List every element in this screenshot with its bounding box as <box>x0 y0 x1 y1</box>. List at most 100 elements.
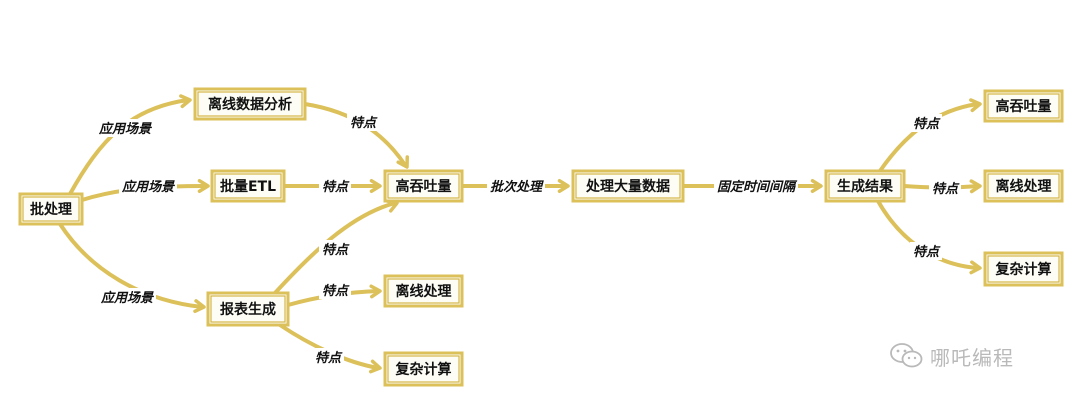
edge-label-bg <box>319 177 351 195</box>
edges-layer <box>58 94 982 374</box>
node-inner-border <box>22 196 80 222</box>
edge-label-bg <box>98 288 156 306</box>
edge-label: 特点 <box>910 242 942 260</box>
node-high_throughput: 高吞吐量 <box>383 169 464 203</box>
edge-line <box>58 222 204 309</box>
edge-label-text: 特点 <box>322 242 350 258</box>
node-box <box>193 87 307 121</box>
node-inner-border <box>987 93 1060 119</box>
edge-label: 应用场景 <box>98 288 156 306</box>
edge-label-bg <box>312 348 344 366</box>
arrowhead <box>969 179 982 194</box>
edge-label-text: 特点 <box>913 244 941 260</box>
arrowhead <box>969 260 982 275</box>
edge-label-bg <box>714 177 798 195</box>
edge-label-bg <box>910 114 942 132</box>
edge-label-text: 固定时间间隔 <box>717 179 798 195</box>
node-label: 报表生成 <box>220 301 276 318</box>
edge-label-text: 特点 <box>350 115 378 131</box>
node-label: 离线处理 <box>396 283 452 300</box>
arrowhead <box>197 179 210 193</box>
edge-label: 应用场景 <box>96 119 154 137</box>
node-inner-border <box>387 173 460 199</box>
node-inner-border <box>987 255 1060 283</box>
node-offline_analysis: 离线数据分析 <box>193 87 307 121</box>
node-inner-border <box>214 173 282 199</box>
edge-labels-layer: 应用场景应用场景应用场景特点特点特点特点特点批次处理固定时间间隔特点特点特点 <box>96 113 961 366</box>
nodes-layer: 批处理离线数据分析批量ETL报表生成高吞吐量离线处理复杂计算处理大量数据生成结果… <box>18 87 1064 387</box>
node-inner-border <box>210 295 286 323</box>
node-gen_result: 生成结果 <box>824 169 906 203</box>
node-label: 生成结果 <box>837 178 894 195</box>
node-box <box>983 89 1064 123</box>
node-box <box>210 169 286 203</box>
edge-label: 特点 <box>319 177 351 195</box>
node-label: 复杂计算 <box>995 261 1052 278</box>
edge-label: 特点 <box>319 240 351 258</box>
node-offline_proc_r: 离线处理 <box>983 169 1064 203</box>
edge-label-text: 特点 <box>322 179 350 195</box>
node-process_big: 处理大量数据 <box>571 169 685 203</box>
edge-label-bg <box>910 242 942 260</box>
edge-gen_result-to-complex_calc_r <box>876 199 982 275</box>
arrowhead <box>369 284 382 299</box>
edge-label: 固定时间间隔 <box>714 177 798 195</box>
node-label: 离线数据分析 <box>208 96 292 113</box>
node-batch_etl: 批量ETL <box>210 169 286 203</box>
watermark-text: 哪吒编程 <box>930 345 1014 370</box>
arrowhead <box>369 179 382 193</box>
edge-label: 批次处理 <box>487 177 545 195</box>
node-inner-border <box>575 173 681 199</box>
arrowhead <box>396 155 410 169</box>
edge-label-text: 批次处理 <box>490 179 544 195</box>
edge-label-bg <box>96 119 154 137</box>
edge-batch-to-report <box>58 222 206 314</box>
node-complex_calc_r: 复杂计算 <box>983 251 1064 287</box>
edge-gen_result-to-high_throughput_r <box>878 98 982 173</box>
wechat-icon <box>890 343 923 368</box>
arrowhead <box>969 98 982 113</box>
node-box <box>383 351 464 387</box>
node-inner-border <box>387 278 460 304</box>
node-inner-border <box>197 91 303 117</box>
node-box <box>383 274 464 308</box>
node-complex_calc_mid: 复杂计算 <box>383 351 464 387</box>
edge-label-text: 应用场景 <box>121 179 176 195</box>
node-box <box>571 169 685 203</box>
node-inner-border <box>387 355 460 383</box>
edge-label-text: 特点 <box>322 283 350 299</box>
edge-label: 应用场景 <box>119 177 177 195</box>
edge-line <box>273 201 397 295</box>
edge-label-bg <box>347 113 379 131</box>
edge-label-text: 特点 <box>315 350 343 366</box>
edge-label: 特点 <box>312 348 344 366</box>
node-label: 处理大量数据 <box>585 178 670 195</box>
edge-label-bg <box>319 281 351 299</box>
arrowhead <box>193 299 206 314</box>
node-label: 离线处理 <box>996 178 1052 195</box>
edge-label-bg <box>119 177 177 195</box>
node-box <box>824 169 906 203</box>
node-report: 报表生成 <box>206 291 290 327</box>
arrowhead <box>179 94 192 109</box>
node-label: 高吞吐量 <box>396 178 452 195</box>
node-label: 批处理 <box>30 201 72 218</box>
arrowhead <box>557 179 570 193</box>
watermark: 哪吒编程 <box>890 340 1014 372</box>
node-box <box>983 169 1064 203</box>
edge-label-text: 特点 <box>913 116 941 132</box>
node-label: 批量ETL <box>220 178 276 195</box>
edge-label: 特点 <box>929 179 961 197</box>
node-offline_proc_mid: 离线处理 <box>383 274 464 308</box>
node-box <box>18 192 84 226</box>
edge-label: 特点 <box>347 113 379 131</box>
node-high_throughput_r: 高吞吐量 <box>983 89 1064 123</box>
edge-label-text: 应用场景 <box>98 121 153 137</box>
edge-label-text: 应用场景 <box>100 290 155 306</box>
node-inner-border <box>828 173 902 199</box>
edge-label-text: 特点 <box>932 181 960 197</box>
edge-label-bg <box>319 240 351 258</box>
edge-label: 特点 <box>910 114 942 132</box>
edge-label-bg <box>487 177 545 195</box>
